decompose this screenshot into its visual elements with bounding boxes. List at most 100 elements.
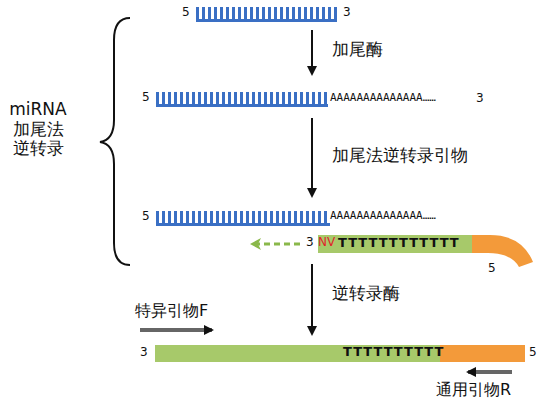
step-label: 加尾酶	[332, 40, 383, 60]
strand-end: 3	[343, 6, 351, 20]
strand-end: 5	[488, 262, 496, 276]
base-tick	[276, 92, 279, 107]
base-tick	[324, 92, 327, 107]
bracket-label: miRNA 加尾法 逆转录	[6, 100, 70, 159]
base-tick	[294, 211, 297, 226]
polyt-sequence: TTTTTTTTTTTT	[338, 236, 460, 251]
base-tick	[334, 7, 337, 22]
curly-bracket	[100, 18, 130, 265]
strand-end: 3	[476, 92, 484, 106]
base-tick	[300, 92, 303, 107]
base-tick	[238, 7, 241, 22]
base-tick	[316, 7, 319, 22]
base-tick	[198, 211, 201, 226]
base-tick	[246, 92, 249, 107]
base-tick	[298, 7, 301, 22]
base-tick	[288, 92, 291, 107]
strand-end: 5	[529, 346, 537, 360]
base-tick	[306, 211, 309, 226]
base-tick	[270, 92, 273, 107]
base-tick	[204, 92, 207, 107]
base-tick	[208, 7, 211, 22]
base-tick	[162, 92, 165, 107]
base-tick	[192, 92, 195, 107]
base-tick	[256, 7, 259, 22]
strand-end: 5	[142, 210, 150, 224]
base-tick	[258, 92, 261, 107]
strand-end: 5	[142, 91, 150, 105]
base-tick	[270, 211, 273, 226]
primer-r-arrow	[468, 370, 512, 374]
base-tick	[226, 7, 229, 22]
extension-arrow	[252, 243, 300, 246]
step-arrow	[311, 30, 313, 74]
base-tick	[174, 211, 177, 226]
base-tick	[328, 7, 331, 22]
base-tick	[220, 7, 223, 22]
base-tick	[156, 92, 159, 107]
base-tick	[204, 211, 207, 226]
step-arrow	[311, 118, 313, 196]
base-tick	[240, 92, 243, 107]
base-tick	[292, 7, 295, 22]
base-tick	[210, 211, 213, 226]
base-tick	[264, 211, 267, 226]
polya-tail: AAAAAAAAAAAAAA……	[330, 92, 436, 105]
step-label: 加尾法逆转录引物	[332, 146, 468, 166]
base-tick	[288, 211, 291, 226]
base-tick	[174, 92, 177, 107]
base-tick	[250, 7, 253, 22]
strand-end: 3	[306, 236, 314, 250]
strand-end: 3	[140, 346, 148, 360]
primer-label: 通用引物R	[436, 381, 511, 399]
base-tick	[180, 92, 183, 107]
base-tick	[156, 211, 159, 226]
base-tick	[276, 211, 279, 226]
base-tick	[264, 92, 267, 107]
primer-f-arrow	[140, 328, 212, 332]
primer-body	[318, 235, 473, 253]
step-label: 逆转录酶	[332, 284, 400, 304]
primer-label: 特异引物F	[135, 302, 208, 320]
primer-tail	[472, 235, 533, 267]
base-tick	[228, 92, 231, 107]
base-tick	[322, 7, 325, 22]
base-tick	[228, 211, 231, 226]
base-tick	[234, 92, 237, 107]
base-tick	[198, 92, 201, 107]
base-tick	[252, 211, 255, 226]
base-tick	[196, 7, 199, 22]
base-tick	[192, 211, 195, 226]
base-tick	[222, 92, 225, 107]
base-tick	[162, 211, 165, 226]
base-tick	[304, 7, 307, 22]
base-tick	[324, 211, 327, 226]
base-tick	[282, 92, 285, 107]
base-tick	[202, 7, 205, 22]
base-tick	[168, 211, 171, 226]
cdna-tail	[440, 345, 525, 362]
base-tick	[282, 211, 285, 226]
base-tick	[280, 7, 283, 22]
base-tick	[274, 7, 277, 22]
base-tick	[240, 211, 243, 226]
base-tick	[234, 211, 237, 226]
base-tick	[262, 7, 265, 22]
base-tick	[214, 7, 217, 22]
base-tick	[318, 211, 321, 226]
base-tick	[168, 92, 171, 107]
base-tick	[186, 92, 189, 107]
polya-tail: AAAAAAAAAAAAAA……	[330, 210, 436, 223]
base-tick	[312, 211, 315, 226]
base-tick	[294, 92, 297, 107]
base-tick	[210, 92, 213, 107]
base-tick	[286, 7, 289, 22]
step-arrow	[311, 264, 313, 334]
base-tick	[312, 92, 315, 107]
base-tick	[246, 211, 249, 226]
base-tick	[222, 211, 225, 226]
base-tick	[180, 211, 183, 226]
anchor-bases: NV	[318, 236, 335, 250]
